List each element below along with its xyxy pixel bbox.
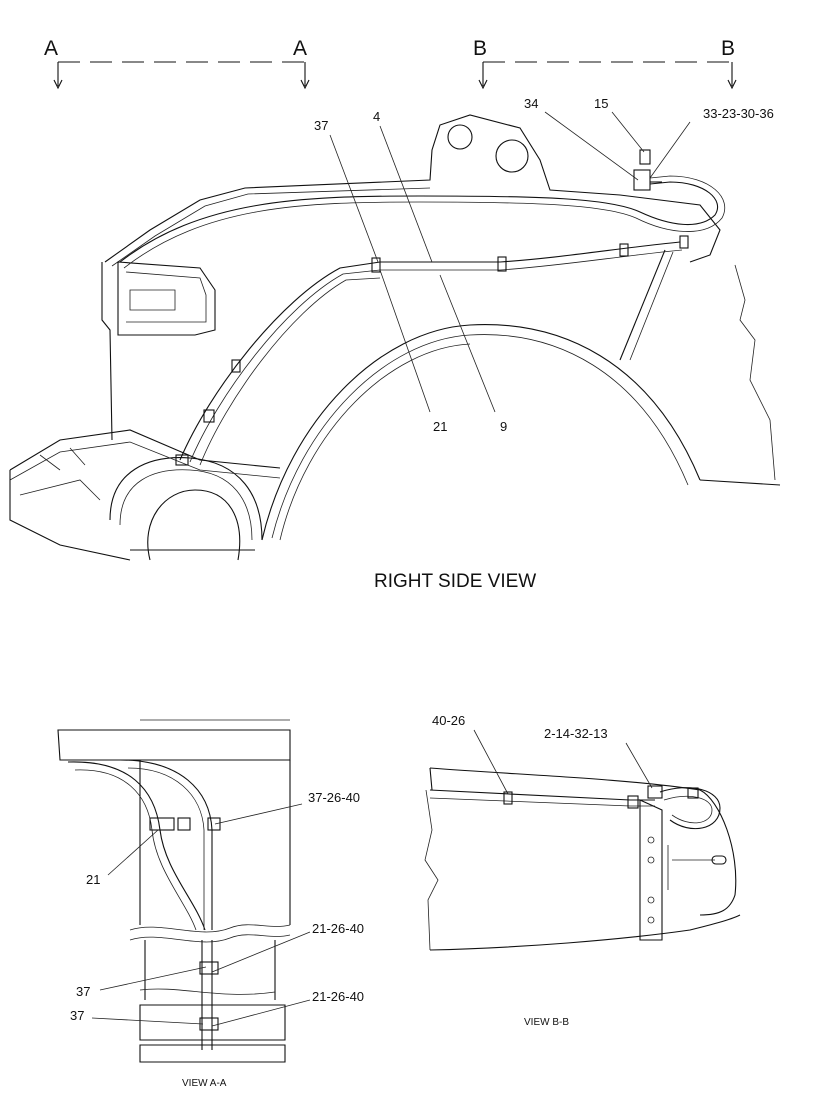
side-view-title: RIGHT SIDE VIEW bbox=[374, 571, 536, 592]
view-b-title: VIEW B-B bbox=[524, 1017, 569, 1028]
callout-21-26-40-lower: 21-26-40 bbox=[312, 989, 364, 1004]
section-marker-a-left: A bbox=[44, 37, 58, 60]
callout-37-view-a-lower: 37 bbox=[70, 1008, 84, 1023]
callout-21-26-40-upper: 21-26-40 bbox=[312, 921, 364, 936]
view-b-drawing bbox=[424, 767, 741, 951]
section-marker-b-left: B bbox=[473, 37, 487, 60]
section-line-b bbox=[478, 61, 737, 90]
callout-37: 37 bbox=[314, 118, 328, 133]
callout-15: 15 bbox=[594, 96, 608, 111]
section-line-a bbox=[53, 61, 310, 90]
view-b-leaders bbox=[473, 729, 653, 795]
callout-21-view-a: 21 bbox=[86, 872, 100, 887]
callout-21: 21 bbox=[433, 419, 447, 434]
callout-37-26-40: 37-26-40 bbox=[308, 790, 360, 805]
side-view-leaders bbox=[329, 111, 691, 413]
callout-4: 4 bbox=[373, 109, 380, 124]
view-a-drawing bbox=[57, 719, 291, 1063]
side-view-drawing bbox=[9, 114, 781, 561]
callout-40-26: 40-26 bbox=[432, 713, 465, 728]
callout-37-view-a-upper: 37 bbox=[76, 984, 90, 999]
view-a-leaders bbox=[91, 803, 311, 1027]
section-marker-a-right: A bbox=[293, 37, 307, 60]
callout-33-23-30-36: 33-23-30-36 bbox=[703, 106, 774, 121]
callout-34: 34 bbox=[524, 96, 538, 111]
section-marker-b-right: B bbox=[721, 37, 735, 60]
callout-2-14-32-13: 2-14-32-13 bbox=[544, 726, 608, 741]
view-a-title: VIEW A-A bbox=[182, 1078, 227, 1089]
callout-9: 9 bbox=[500, 419, 507, 434]
